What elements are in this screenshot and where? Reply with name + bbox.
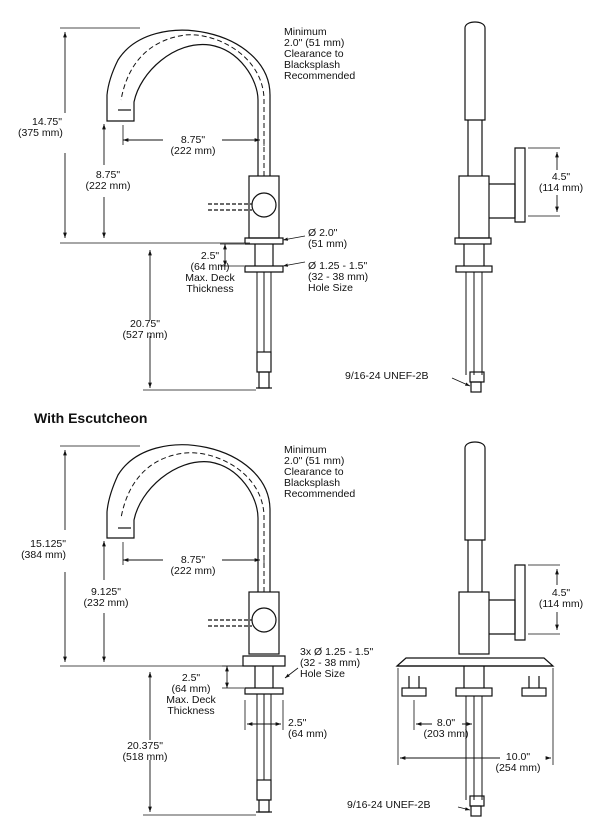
section-heading: With Escutcheon — [34, 410, 148, 426]
bottom-thread-label: 9/16-24 UNEF-2B — [347, 799, 431, 811]
bottom-shank-length-label: 20.375"(518 mm) — [122, 740, 168, 763]
top-base-diameter-label: Ø 2.0"(51 mm) — [308, 227, 348, 250]
top-side-view — [60, 28, 306, 390]
top-handle-height-label: 4.5"(114 mm) — [538, 171, 584, 194]
top-total-height-label: 14.75"(375 mm) — [18, 116, 63, 139]
bottom-hole-size-label: 3x Ø 1.25 - 1.5"(32 - 38 mm)Hole Size — [300, 646, 374, 680]
top-reach-label: 8.75"(222 mm) — [170, 134, 216, 157]
bottom-reach-label: 8.75"(222 mm) — [170, 554, 216, 577]
bottom-spout-height-label: 9.125"(232 mm) — [83, 586, 129, 609]
bottom-shank-width-label: 2.5"(64 mm) — [288, 717, 328, 740]
top-hole-size-label: Ø 1.25 - 1.5"(32 - 38 mm)Hole Size — [308, 260, 369, 294]
bottom-side-view — [60, 445, 299, 815]
top-shank-length-label: 20.75"(527 mm) — [122, 318, 168, 341]
bottom-handle-height-label: 4.5"(114 mm) — [538, 587, 584, 610]
top-thread-label: 9/16-24 UNEF-2B — [345, 370, 429, 382]
bottom-front-view — [397, 441, 560, 817]
top-spout-height-label: 8.75"(222 mm) — [85, 169, 131, 192]
bottom-total-height-label: 15.125"(384 mm) — [21, 538, 66, 561]
bottom-spread-label: 8.0"(203 mm) — [423, 717, 469, 740]
top-front-view — [451, 21, 560, 393]
bottom-plate-width-label: 10.0"(254 mm) — [495, 751, 541, 774]
